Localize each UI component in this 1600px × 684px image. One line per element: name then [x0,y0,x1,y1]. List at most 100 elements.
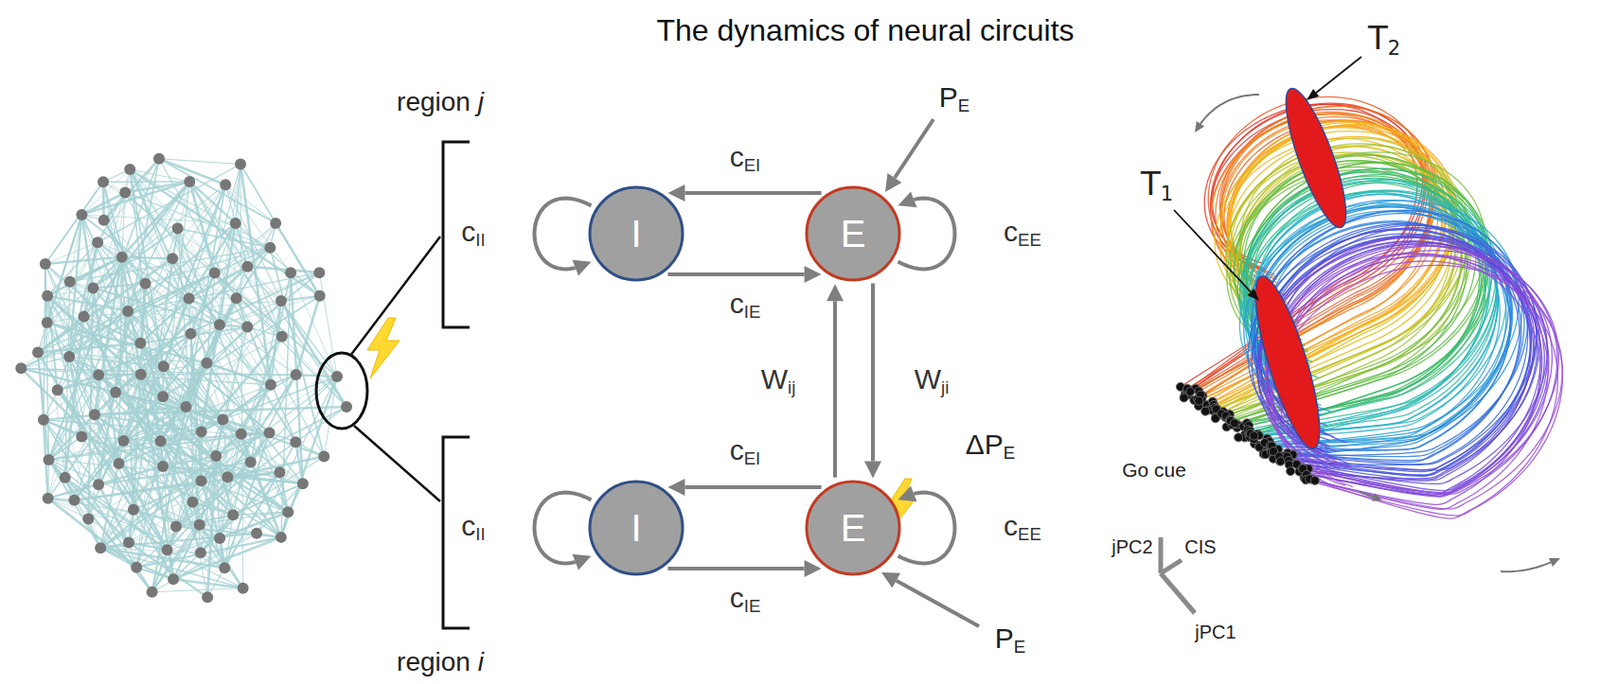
network-region [123,536,135,549]
network-link [319,272,338,377]
network-region [92,369,105,381]
network-link [219,164,241,539]
network-link [84,301,282,318]
network-link [48,374,142,499]
network-region [340,401,353,413]
network-region [213,533,226,545]
population-label: I [630,509,641,548]
network-link [247,266,320,273]
coupling-line [833,301,837,478]
network-link [97,192,125,243]
network-link [128,477,228,543]
trajectory [1244,205,1513,455]
coupling-connector [667,479,821,497]
network-link [45,264,99,375]
network-link [129,169,163,467]
population-node: I [587,185,685,283]
network-region [250,528,263,540]
network-link [73,392,116,501]
network-region [158,360,170,373]
network-link [20,356,70,369]
rotation-arrow-line [1200,94,1260,125]
network-link [49,257,123,461]
network-region [210,450,222,463]
network-link [115,392,216,457]
network-region [183,292,196,304]
network-link [20,368,271,385]
network-link [81,337,283,438]
network-link [97,192,125,243]
input-arrow-head [885,173,902,193]
coupling-head [667,479,685,497]
coupling-connector [897,485,955,564]
network-region [237,583,249,595]
coupling-label: cII [461,217,485,250]
network-region [209,267,221,280]
network-link [224,442,296,569]
network-region [118,435,130,447]
pointer-arrow [1173,210,1260,302]
network-region [290,369,303,381]
axis-line [1160,560,1182,574]
input-arrow-line [894,119,934,178]
network-link [189,181,215,274]
time-slice-ellipse [1274,83,1357,234]
coupling-connector [667,184,821,202]
network-link [70,282,192,335]
network-link [128,542,167,551]
network-region [194,519,206,532]
network-region [82,514,94,526]
network-region [135,369,147,381]
network-region [42,493,54,505]
coupling-connector [897,191,955,269]
network-region [75,430,88,443]
coupling-connector [667,560,821,578]
axis-label: jPC1 [1194,622,1236,642]
network-link [140,223,276,344]
network-region [78,311,90,323]
network-region [241,321,253,334]
coupling-head [572,554,592,571]
network-link [45,181,104,265]
network-region [122,305,134,318]
rotation-arrow [1500,558,1561,572]
coupling-head [897,485,917,502]
network-link [176,462,251,527]
network-link [269,248,324,458]
time-slice-ellipse [1243,270,1333,454]
pointer-arrow-line [1173,210,1251,293]
network-link [225,184,248,267]
network-link [69,356,167,551]
input-label: PE [995,624,1026,658]
time-label: T2 [1368,21,1401,58]
network-region [124,163,136,176]
network-region [231,292,243,304]
network-link [162,164,241,467]
network-link [37,352,44,420]
input-arrow-head [881,572,901,589]
network-region [109,387,122,399]
population-circle [806,187,900,281]
network-region [91,236,104,249]
event-label: Go cue [1121,460,1187,480]
network-region [170,521,182,534]
network-link [177,229,208,364]
rotation-arrow-head [1548,558,1561,568]
network-region [37,414,50,427]
network-link [141,223,276,375]
population-text-box: I [630,509,641,548]
network-region [201,591,214,604]
coupling-line [897,493,955,565]
network-region [157,461,169,473]
go-cue-dot [1234,433,1244,443]
coupling-head [804,266,822,284]
network-link [49,460,303,484]
coupling-label: cEI [729,142,762,176]
network-region [32,346,44,358]
network-region [269,217,282,230]
network-link [49,460,75,501]
network-link [47,322,174,580]
coupling-connector [534,198,592,277]
network-link [37,214,82,353]
